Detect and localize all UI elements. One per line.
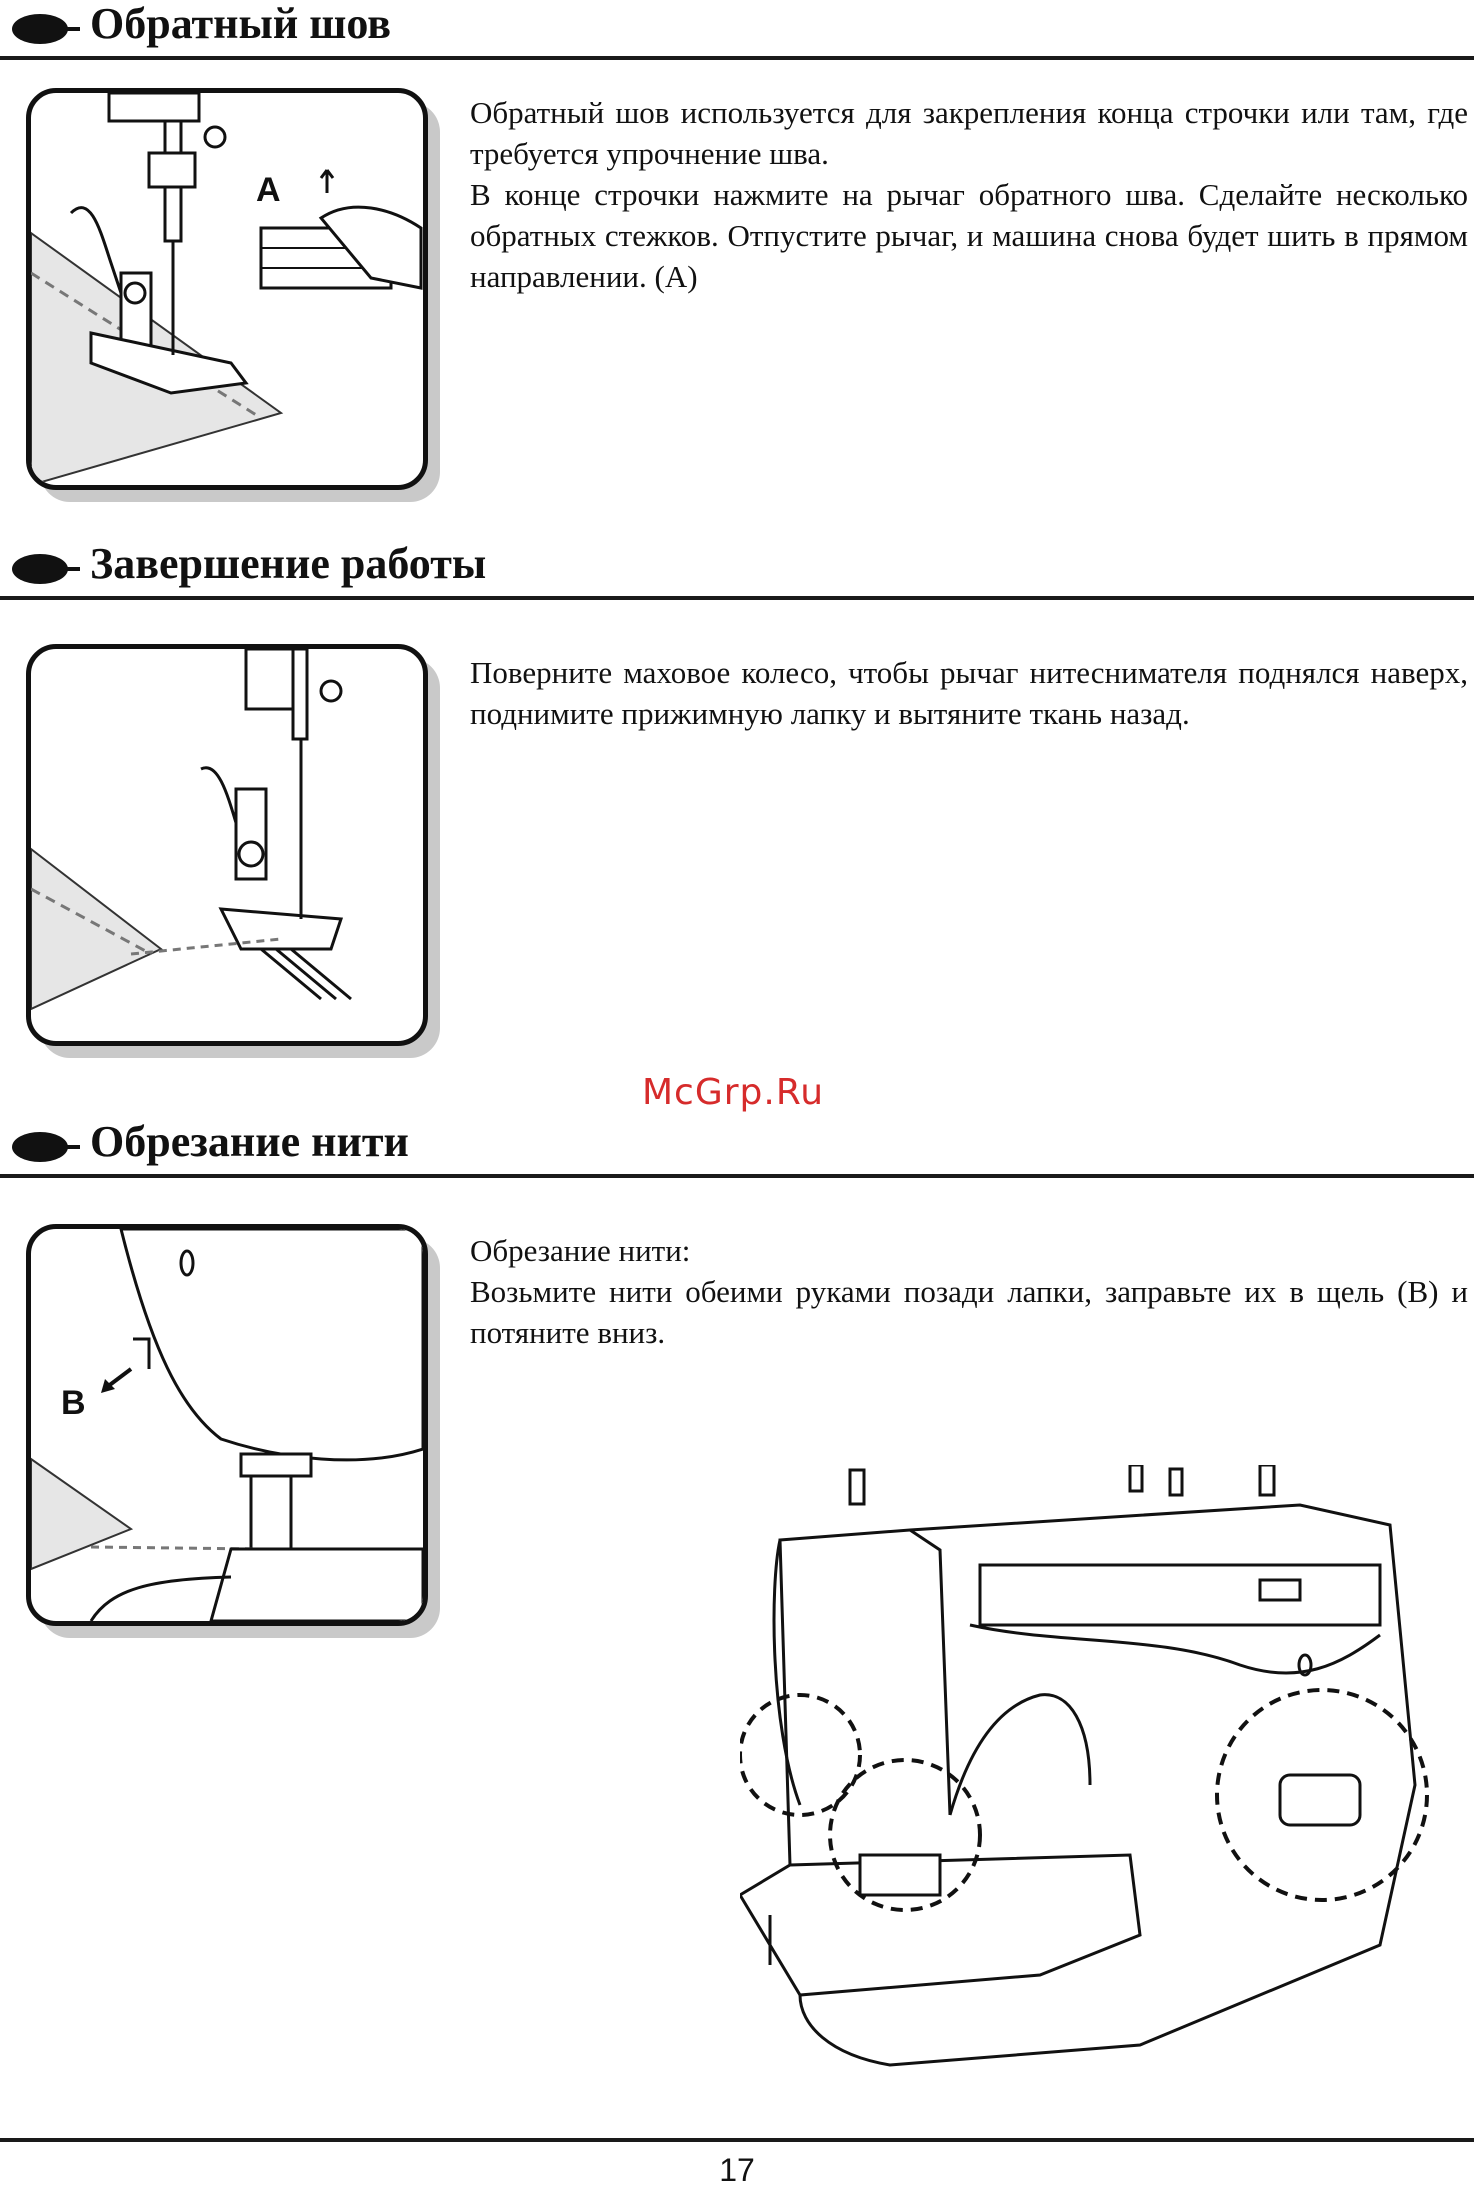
section-divider [0, 56, 1474, 60]
section-marker-icon [12, 1132, 80, 1162]
section-header-thread-cutting: Обрезание нити [0, 1118, 1474, 1178]
paragraph: Обрезание нити: [470, 1233, 691, 1268]
figure-label-a: A [256, 171, 281, 209]
sewing-machine-illustration-icon [740, 1465, 1429, 2067]
section-title: Обратный шов [90, 0, 392, 48]
reverse-stitch-figure: A [26, 88, 440, 502]
section-header-reverse-stitch: Обратный шов [0, 0, 1474, 60]
finishing-sewing-illustration-icon [31, 649, 352, 1011]
thread-cutting-text: Обрезание нити: Возьмите нити обеими рук… [470, 1230, 1468, 1353]
footer-divider [0, 2138, 1474, 2142]
section-title: Завершение работы [90, 539, 487, 588]
thread-cutting-figure: B [26, 1224, 440, 1638]
figure-label-b: B [61, 1384, 86, 1422]
watermark: McGrp.Ru [642, 1072, 825, 1113]
paragraph: Поверните маховое колесо, чтобы рычаг ни… [470, 655, 1468, 731]
page-number: 17 [719, 2152, 755, 2188]
reverse-stitch-text: Обратный шов используется для закреплени… [470, 92, 1468, 297]
reverse-stitch-illustration-icon: A [31, 93, 423, 485]
paragraph: В конце строчки нажмите на рычаг обратно… [470, 177, 1468, 294]
section-title: Обрезание нити [90, 1117, 409, 1166]
section-marker-icon [12, 14, 80, 44]
section-divider [0, 1174, 1474, 1178]
section-header-finishing: Завершение работы [0, 540, 1474, 600]
thread-cutter-illustration-icon: B [31, 1229, 423, 1621]
finishing-figure [26, 644, 440, 1058]
paragraph: Обратный шов используется для закреплени… [470, 95, 1468, 171]
paragraph: Возьмите нити обеими руками позади лапки… [470, 1274, 1468, 1350]
finishing-text: Поверните маховое колесо, чтобы рычаг ни… [470, 652, 1468, 734]
section-divider [0, 596, 1474, 600]
section-marker-icon [12, 554, 80, 584]
